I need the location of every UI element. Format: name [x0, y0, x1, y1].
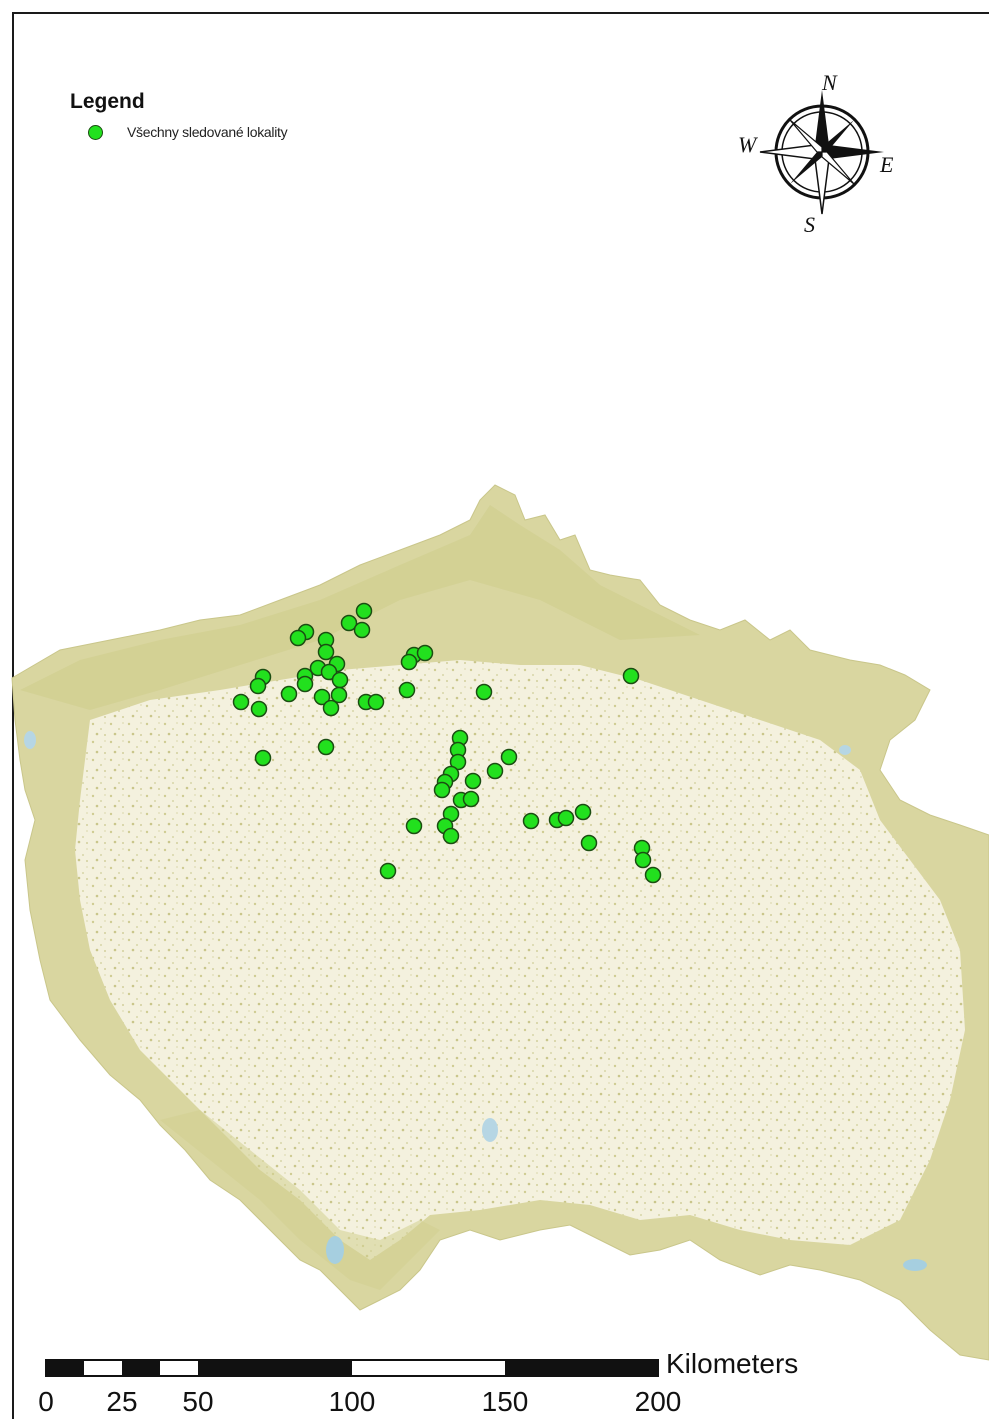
locality-marker[interactable] — [574, 803, 592, 821]
locality-marker[interactable] — [500, 748, 518, 766]
locality-marker[interactable] — [644, 866, 662, 884]
locality-marker[interactable] — [416, 644, 434, 662]
scale-tick-label: 100 — [328, 1386, 376, 1417]
locality-marker[interactable] — [317, 738, 335, 756]
compass-south-label: S — [804, 212, 815, 237]
locality-marker[interactable] — [557, 809, 575, 827]
compass-west-label: W — [738, 132, 757, 157]
scale-tick-label: 200 — [634, 1386, 682, 1417]
scale-tick-label: 0 — [38, 1386, 54, 1417]
lake — [839, 745, 851, 755]
scale-tick-label: 150 — [481, 1386, 529, 1417]
locality-marker[interactable] — [405, 817, 423, 835]
locality-marker[interactable] — [330, 686, 348, 704]
locality-marker[interactable] — [398, 681, 416, 699]
lake — [326, 1236, 344, 1264]
lowland-area — [75, 660, 965, 1260]
locality-marker[interactable] — [522, 812, 540, 830]
lake — [482, 1118, 498, 1142]
compass-rose-icon — [759, 90, 884, 215]
lake — [903, 1259, 927, 1271]
locality-marker[interactable] — [296, 675, 314, 693]
legend: Legend Všechny sledované lokality — [70, 90, 288, 140]
locality-marker[interactable] — [379, 862, 397, 880]
locality-marker[interactable] — [433, 781, 451, 799]
scale-tick-label: 50 — [182, 1386, 214, 1417]
legend-item-label: Všechny sledované lokality — [127, 124, 288, 140]
locality-marker[interactable] — [462, 790, 480, 808]
locality-marker[interactable] — [442, 827, 460, 845]
locality-marker[interactable] — [475, 683, 493, 701]
locality-markers — [232, 602, 662, 884]
southern-forest — [160, 1110, 440, 1290]
scale-tick-label: 25 — [106, 1386, 138, 1417]
scale-bar — [45, 1359, 659, 1377]
locality-marker[interactable] — [331, 671, 349, 689]
legend-marker-icon — [88, 124, 103, 140]
locality-marker[interactable] — [353, 621, 371, 639]
locality-marker[interactable] — [320, 663, 338, 681]
scale-unit-label: Kilometers — [666, 1348, 799, 1379]
locality-marker[interactable] — [250, 700, 268, 718]
legend-item: Všechny sledované lokality — [88, 124, 288, 140]
lake — [24, 731, 36, 749]
locality-marker[interactable] — [367, 693, 385, 711]
legend-title: Legend — [70, 90, 145, 113]
locality-marker[interactable] — [622, 667, 640, 685]
locality-marker[interactable] — [634, 851, 652, 869]
locality-marker[interactable] — [232, 693, 250, 711]
locality-marker[interactable] — [313, 688, 331, 706]
locality-marker[interactable] — [280, 685, 298, 703]
locality-marker[interactable] — [449, 753, 467, 771]
locality-marker[interactable] — [249, 677, 267, 695]
locality-marker[interactable] — [400, 653, 418, 671]
locality-marker[interactable] — [322, 699, 340, 717]
locality-marker[interactable] — [254, 749, 272, 767]
locality-marker[interactable] — [464, 772, 482, 790]
locality-marker[interactable] — [355, 602, 373, 620]
locality-marker[interactable] — [317, 643, 335, 661]
locality-marker[interactable] — [580, 834, 598, 852]
compass-north-label: N — [822, 70, 837, 95]
locality-marker[interactable] — [486, 762, 504, 780]
locality-marker[interactable] — [289, 629, 307, 647]
locality-marker[interactable] — [340, 614, 358, 632]
compass-east-label: E — [880, 152, 894, 177]
